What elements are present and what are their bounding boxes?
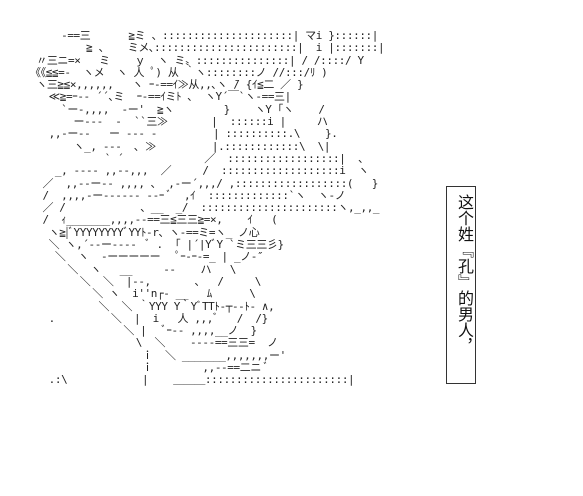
art-line: ≪≧=ｰ-- ´´､ミ ｰ-==ｲミﾄ ､ ヽY´￣`ヽ-==三| (30, 90, 292, 104)
art-line: \ ＼ ----==三三= ノ (30, 336, 278, 350)
art-line: / ｨ_______,,,,--==三≦三三≧=×, ｲ ( (30, 213, 278, 227)
art-line: ＼ ＼ |--, 、 / \ (30, 274, 262, 288)
art-line: ` ´ ／ ::::::::::::::::::| 、 (30, 151, 369, 165)
art-line: 〃三ニ=× ミ ｙ ヽ ミ〟:::::::::::::::| / /::::/ … (30, 53, 364, 67)
art-line: ＼ ヽ -ーーーーー ﾟｰ-ｰ-=_ | _ノ-″ (30, 250, 264, 264)
art-line: ,,-ー-- ー --- - | ::::::::::.\ }. (30, 127, 338, 141)
ascii-art-illustration: -==三￣￣￣ ≧ミ 、:::::::::::::::::::::| マi }:… (30, 30, 440, 470)
art-line: .:\ | ＿＿＿:::::::::::::::::::::::| (30, 373, 355, 387)
art-line: ＼ ヽ,´--ー---- ﾞ . ｢ |´|YﾞY `ミ三三彡} (30, 238, 285, 252)
art-line: ヽ_, --- ､ ≫ |.::::::::::::\ \| (30, 139, 331, 153)
art-line: ＼ ヽ i''n┌- __ ﾑ \ (30, 287, 256, 301)
art-line: ＼ | ﾞｰ-- ,,,,__ノ } (30, 324, 257, 338)
art-line: . ＼ | i 人 ,,,ﾞ / /} (30, 311, 269, 325)
art-line: ヽ三≧≦×,,,,,, ヽ ｰ-==ｲ≫从,,､ヽ ̄/ {ｲ≦二 ／ } (30, 78, 304, 92)
art-line: / ,,,,-ー------ --ｰ ﾞ ,ｲ :::::::::::::`ヽ … (30, 188, 346, 202)
art-line: ／ / 、__ _/ ::::::::::::::::::::::ヽ,_,,_ (30, 201, 380, 215)
art-line: -==三￣￣￣ ≧ミ 、:::::::::::::::::::::| マi }:… (30, 30, 378, 42)
art-line: ヽ≧|ﾞYYYYYYYYﾞYYﾄ-r、ヽ-==ミ=ヽ_ ノ心 (30, 225, 260, 239)
art-line: ｉ ＼ _______,,,,,,,ー' (30, 348, 286, 362)
art-line: 《《≦≦=- ヽメ ヽ 人 ﾟ) 从 ｀ヽ::::::::ノ //:::/ﾘ ) (30, 65, 328, 79)
art-line: _, ---- ,,--,,, ／ / :::::::::::::::::::i… (30, 164, 369, 178)
art-line: ＼ ＼ ｀YYY Y｀YﾞTTﾄ-┬-‐ﾄ‐ ∧, (30, 299, 275, 313)
art-line: ≧ 、 ミメ､:::::::::::::::::::::::| i |:::::… (30, 41, 385, 55)
art-line: ー--- - ``三≫ | ::::::i | ハ (30, 115, 328, 129)
art-line: ／ ,,--ー-- ,,,, ､ ,-ー´,,,/ ,:::::::::::::… (30, 176, 379, 190)
art-line: ＼ ヽ __ -- ハ \ (30, 262, 237, 276)
vertical-caption: 这个姓『孔』的男人， (455, 194, 474, 354)
art-line: `ー-,,,, -ー' ≧ヽ } ヽY ｢ヽ / (30, 102, 325, 116)
art-line: ｉ ,,--==二ニ ﾞ (30, 361, 269, 375)
caption-frame: 这个姓『孔』的男人， (446, 186, 476, 384)
